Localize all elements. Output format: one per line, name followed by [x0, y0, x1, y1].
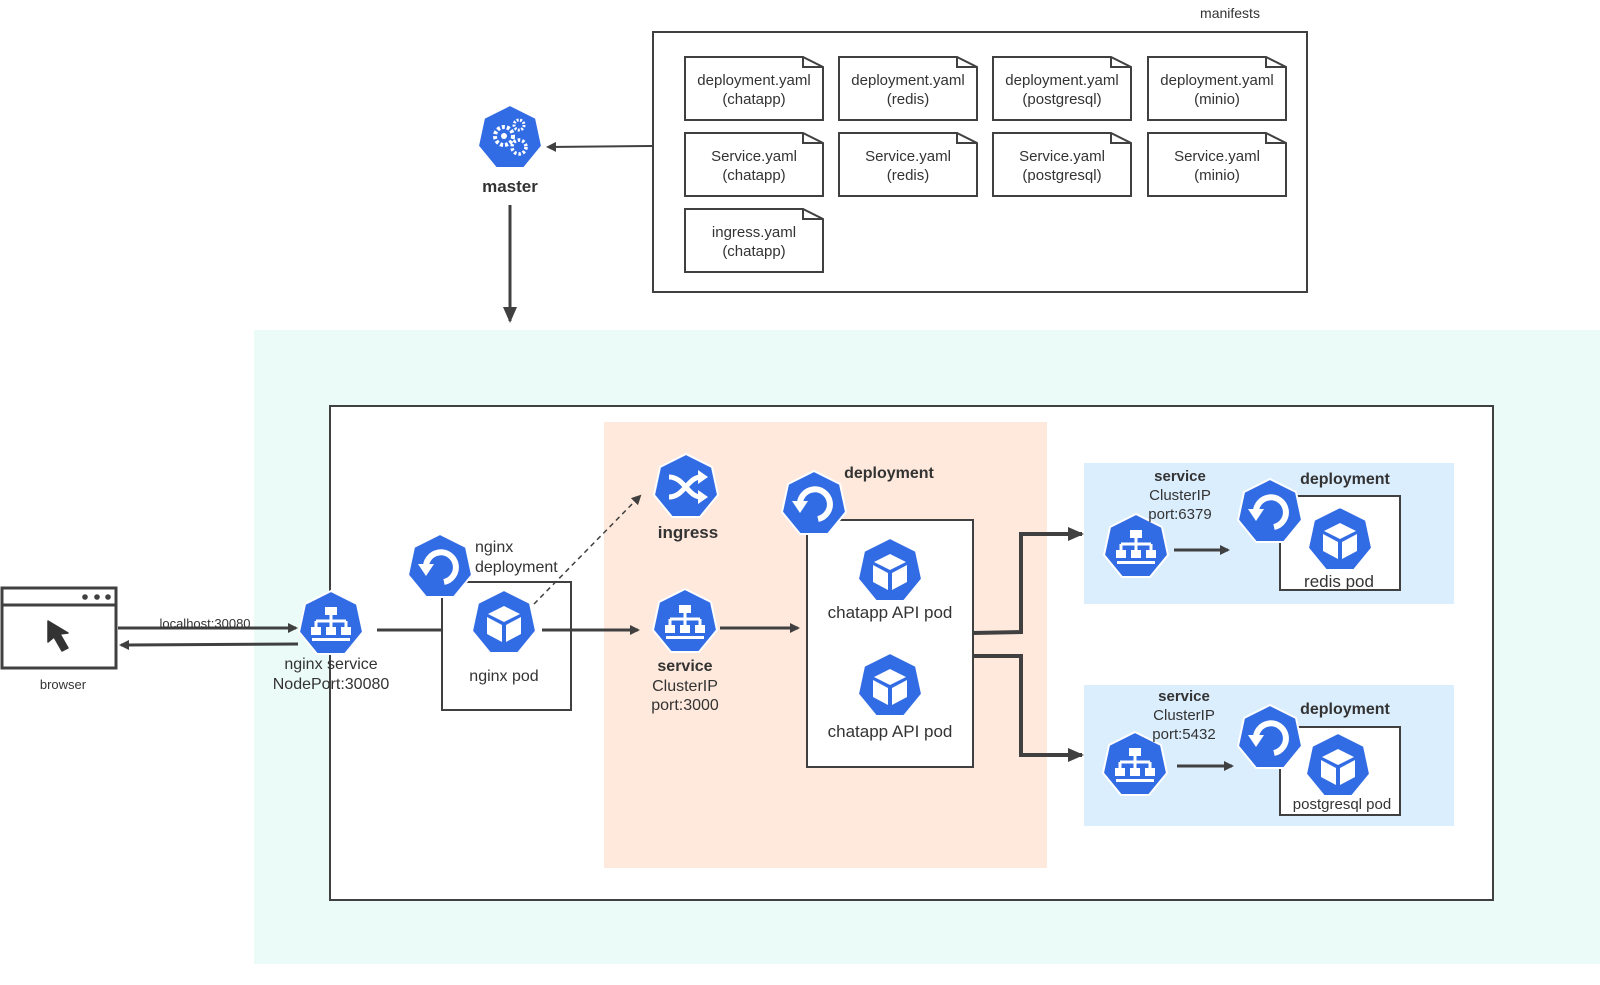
postgresql-service[interactable]: service ClusterIP port:5432	[1103, 688, 1216, 795]
manifest-file-app: (postgresql)	[1022, 91, 1101, 108]
manifest-file[interactable]: Service.yaml (minio)	[1147, 132, 1287, 197]
nginx-service-nodeport: NodePort:30080	[273, 676, 390, 693]
manifest-file-app: (minio)	[1194, 167, 1240, 184]
redis-service[interactable]: service ClusterIP port:6379	[1104, 468, 1212, 577]
browser[interactable]: browser	[0, 586, 118, 692]
nginx-deployment[interactable]: nginx deployment nginx pod	[408, 534, 572, 711]
manifest-file-name: deployment.yaml	[851, 72, 964, 89]
manifest-file[interactable]: deployment.yaml (postgresql)	[992, 56, 1132, 121]
redis-deployment[interactable]: deployment redis pod	[1238, 471, 1401, 591]
manifest-file-name: deployment.yaml	[697, 72, 810, 89]
redis-pod-label: redis pod	[1304, 572, 1374, 591]
postgresql-service-type: ClusterIP	[1153, 707, 1215, 724]
control-plane-gear-icon	[478, 105, 542, 168]
redis-service-port: port:6379	[1148, 506, 1211, 523]
manifest-file-app: (chatapp)	[722, 91, 785, 108]
chatapp-deployment[interactable]: deployment chatapp API pod chatapp API p…	[782, 465, 974, 768]
redis-deployment-title: deployment	[1300, 471, 1390, 488]
nginx-service-to-browser-arrow	[119, 639, 299, 650]
manifests-to-master-arrow	[546, 141, 654, 152]
nginx-to-ingress-dashed-arrow	[533, 494, 642, 605]
manifest-file-name: Service.yaml	[711, 148, 797, 165]
browser-label: browser	[40, 677, 87, 692]
manifest-file-app: (minio)	[1194, 91, 1240, 108]
manifest-file-app: (redis)	[887, 91, 930, 108]
master-node[interactable]: master	[478, 105, 542, 196]
nginx-deployment-subtitle: deployment	[475, 559, 558, 576]
manifest-file-name: Service.yaml	[865, 148, 951, 165]
manifest-file[interactable]: deployment.yaml (chatapp)	[684, 56, 824, 121]
manifest-file[interactable]: Service.yaml (redis)	[838, 132, 978, 197]
nginx-deployment-title: nginx	[475, 539, 513, 556]
chatapp-service-type: ClusterIP	[652, 678, 718, 695]
manifest-file[interactable]: Service.yaml (chatapp)	[684, 132, 824, 197]
manifest-file-name: deployment.yaml	[1005, 72, 1118, 89]
manifests-title: manifests	[1200, 5, 1260, 21]
redis-service-type: ClusterIP	[1149, 487, 1211, 504]
manifest-file-app: (redis)	[887, 167, 930, 184]
manifest-file[interactable]: deployment.yaml (minio)	[1147, 56, 1287, 121]
chatapp-pod-label: chatapp API pod	[828, 603, 953, 622]
nginx-pod-label: nginx pod	[469, 668, 538, 685]
manifest-file[interactable]: ingress.yaml (chatapp)	[684, 208, 824, 273]
ingress-label: ingress	[658, 523, 718, 542]
manifest-file[interactable]: Service.yaml (postgresql)	[992, 132, 1132, 197]
chatapp-to-redis-arrow	[972, 527, 1084, 635]
browser-link-label: localhost:30080	[159, 616, 250, 631]
manifest-file-app: (chatapp)	[722, 243, 785, 260]
postgresql-pod-label: postgresql pod	[1293, 796, 1391, 813]
chatapp-service[interactable]: service ClusterIP port:3000	[651, 589, 719, 714]
chatapp-service-port: port:3000	[651, 697, 719, 714]
manifest-file-app: (postgresql)	[1022, 167, 1101, 184]
manifest-file-name: Service.yaml	[1019, 148, 1105, 165]
manifest-file-name: deployment.yaml	[1160, 72, 1273, 89]
manifest-file-name: Service.yaml	[1174, 148, 1260, 165]
chatapp-pod-label: chatapp API pod	[828, 722, 953, 741]
postgresql-deployment[interactable]: deployment postgresql pod	[1238, 701, 1401, 816]
nginx-service[interactable]: nginx service NodePort:30080	[273, 591, 390, 693]
master-label: master	[482, 177, 538, 196]
ingress[interactable]: ingress	[654, 454, 718, 542]
postgresql-deployment-title: deployment	[1300, 701, 1390, 718]
manifest-file[interactable]: deployment.yaml (redis)	[838, 56, 978, 121]
chatapp-to-postgresql-arrow	[973, 654, 1084, 762]
nginx-service-name: nginx service	[284, 656, 377, 673]
chatapp-service-title: service	[657, 658, 712, 675]
redis-service-title: service	[1154, 468, 1206, 485]
postgresql-service-port: port:5432	[1152, 726, 1215, 743]
manifest-file-app: (chatapp)	[722, 167, 785, 184]
chatapp-deployment-title: deployment	[844, 465, 934, 482]
postgresql-service-title: service	[1158, 688, 1210, 705]
manifest-file-name: ingress.yaml	[712, 224, 796, 241]
cursor-window-icon	[47, 620, 69, 652]
